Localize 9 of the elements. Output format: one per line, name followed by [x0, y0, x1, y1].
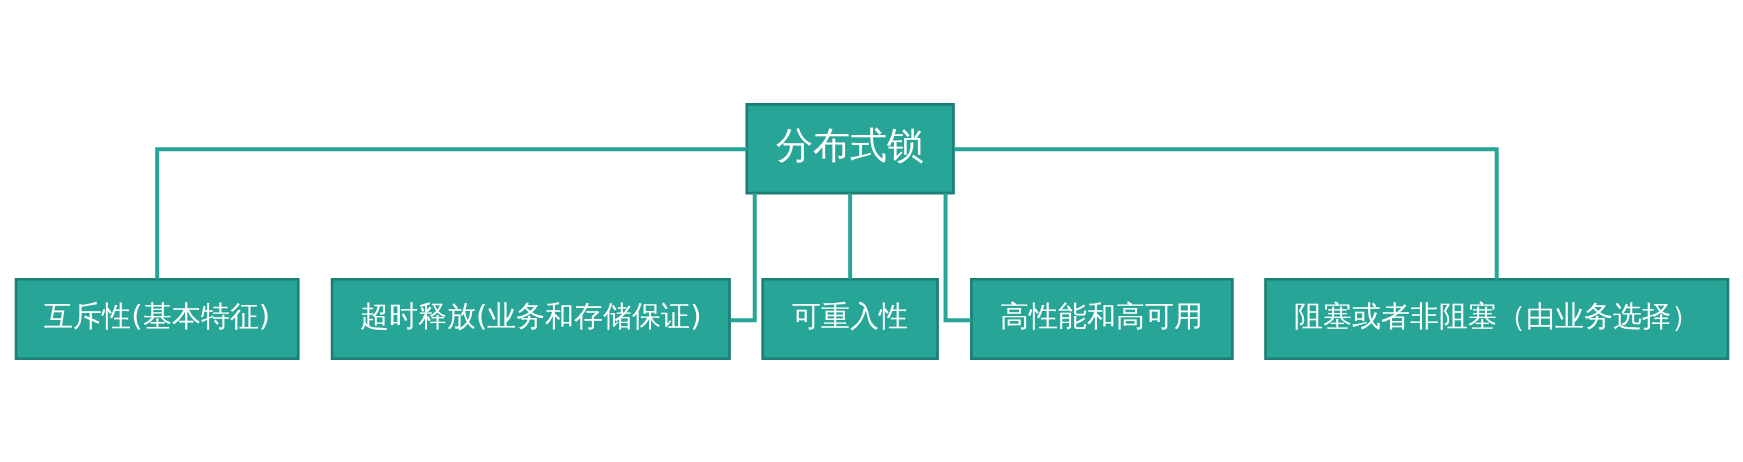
connector	[154, 146, 747, 279]
connector	[953, 146, 1499, 279]
node-box: 分布式锁	[744, 102, 955, 194]
node-box: 可重入性	[760, 277, 939, 360]
node-box: 阻塞或者非阻塞（由业务选择）	[1263, 277, 1729, 360]
node-box: 高性能和高可用	[969, 277, 1234, 360]
node-box: 互斥性(基本特征)	[14, 277, 300, 360]
node-box: 超时释放(业务和存储保证)	[330, 277, 731, 360]
connector	[847, 192, 852, 279]
